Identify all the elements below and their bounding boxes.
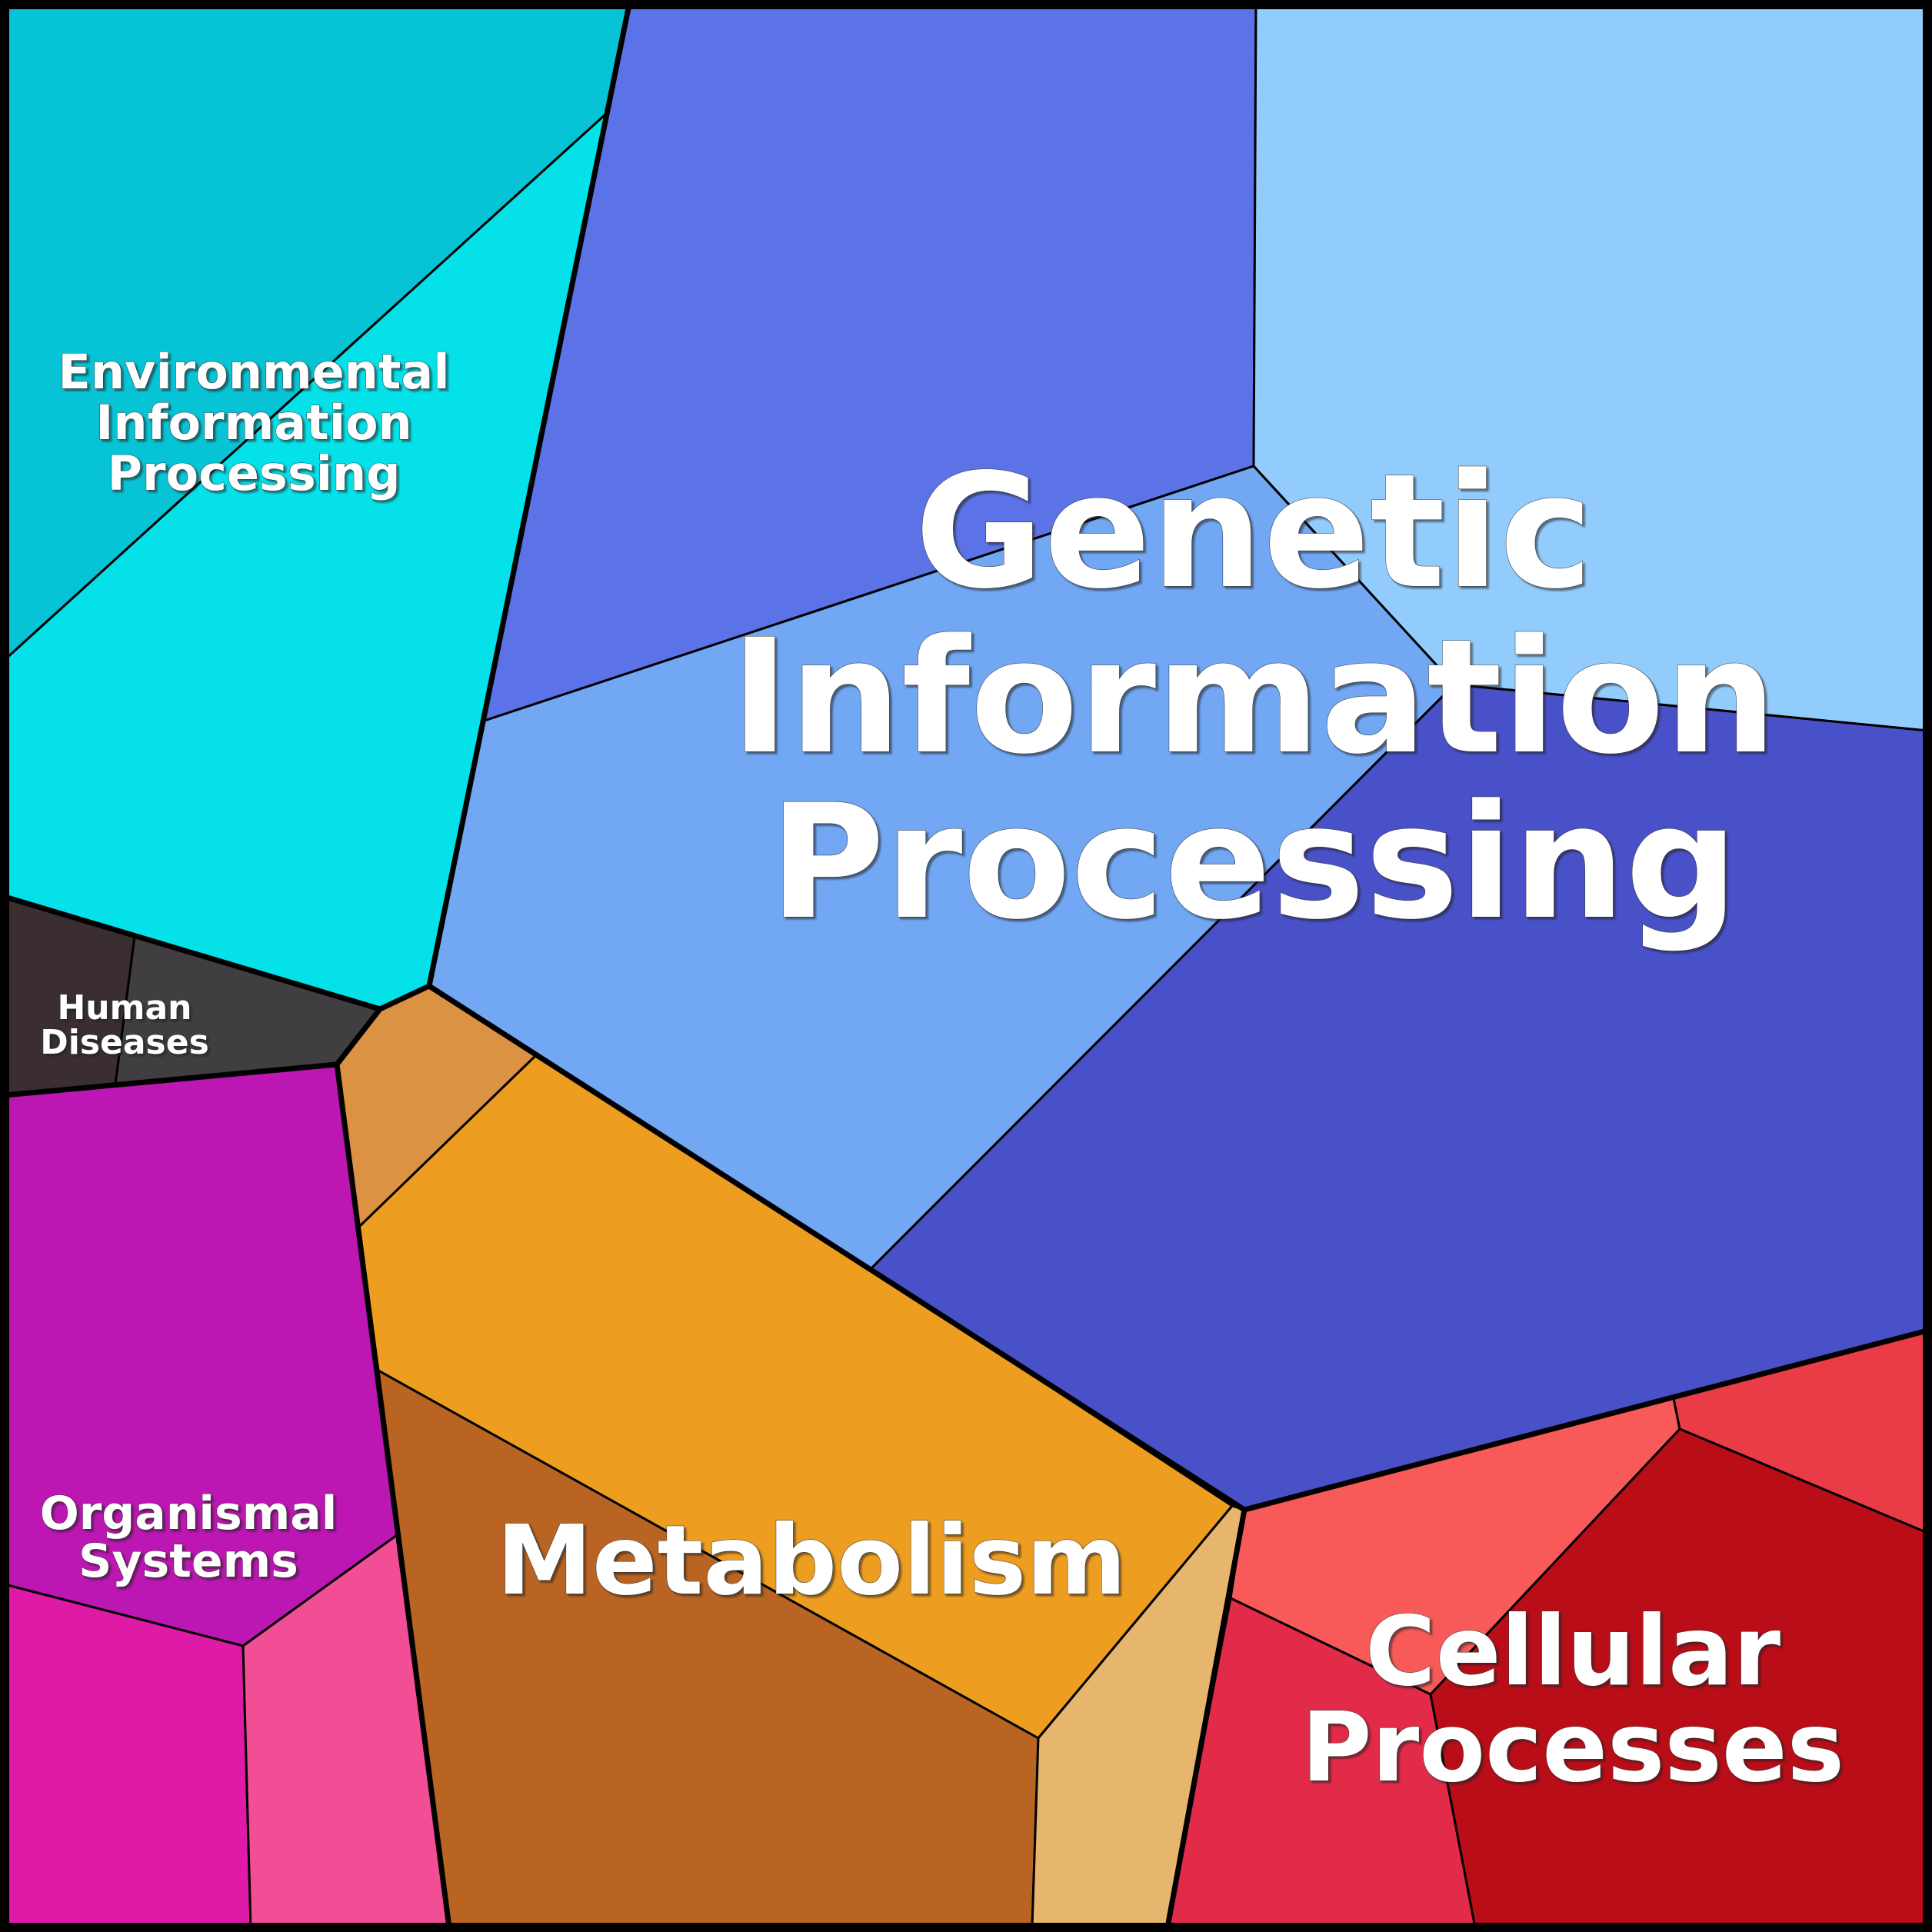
label-cellular: Cellular — [1365, 1596, 1780, 1707]
label-genetic: Genetic — [914, 441, 1593, 624]
label-genetic: Processing — [769, 771, 1738, 954]
label-metabolism: Metabolism — [497, 1505, 1127, 1617]
label-organismal: Organismal — [40, 1487, 338, 1541]
label-organismal: Systems — [78, 1534, 298, 1588]
label-cellular: Processes — [1301, 1692, 1844, 1804]
group-border — [334, 1064, 452, 1928]
label-genetic: Information — [731, 606, 1777, 789]
label-human-diseases: Human — [57, 988, 192, 1028]
group-border — [1164, 1509, 1247, 1928]
label-environmental: Environmental — [58, 344, 450, 400]
label-environmental: Processing — [108, 445, 401, 501]
label-environmental: Information — [95, 395, 411, 451]
label-human-diseases: Diseases — [40, 1023, 209, 1062]
group-border — [3, 4, 632, 1012]
